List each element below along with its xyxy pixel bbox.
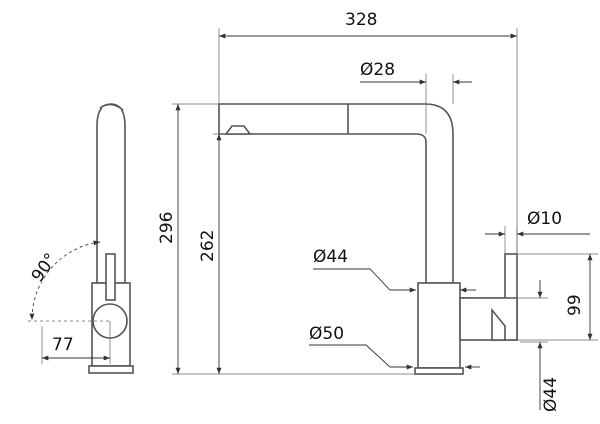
front-view: 328 Ø28 296 262 Ø44 Ø50 Ø10 99	[157, 10, 598, 412]
side-offset-label: 77	[52, 335, 74, 355]
side-lever	[105, 253, 116, 301]
side-base	[88, 365, 134, 374]
side-view: 90° 77	[28, 103, 134, 374]
body-dia-label: Ø44	[313, 247, 348, 267]
lever-angle-arc	[29, 240, 101, 321]
spout-dia-label: Ø28	[360, 60, 395, 80]
front-body	[417, 282, 461, 369]
height-label: 296	[157, 212, 177, 244]
spout-aerator	[224, 125, 252, 135]
base-dia-label: Ø50	[309, 324, 344, 344]
hole-dia-label: Ø44	[541, 377, 561, 412]
base-dia-leader	[309, 344, 413, 370]
front-base	[414, 367, 464, 375]
front-lever	[504, 253, 518, 303]
body-dia-leader	[313, 268, 416, 293]
lever-height-label: 99	[565, 294, 585, 316]
width-label: 328	[345, 10, 377, 30]
front-lever-housing	[459, 297, 518, 341]
lever-dia-label: Ø10	[527, 209, 562, 229]
front-lever-hinge	[491, 307, 506, 341]
lever-angle-label: 90°	[28, 250, 62, 286]
side-spout-cap	[99, 103, 124, 111]
spout-height-label: 262	[198, 230, 218, 262]
